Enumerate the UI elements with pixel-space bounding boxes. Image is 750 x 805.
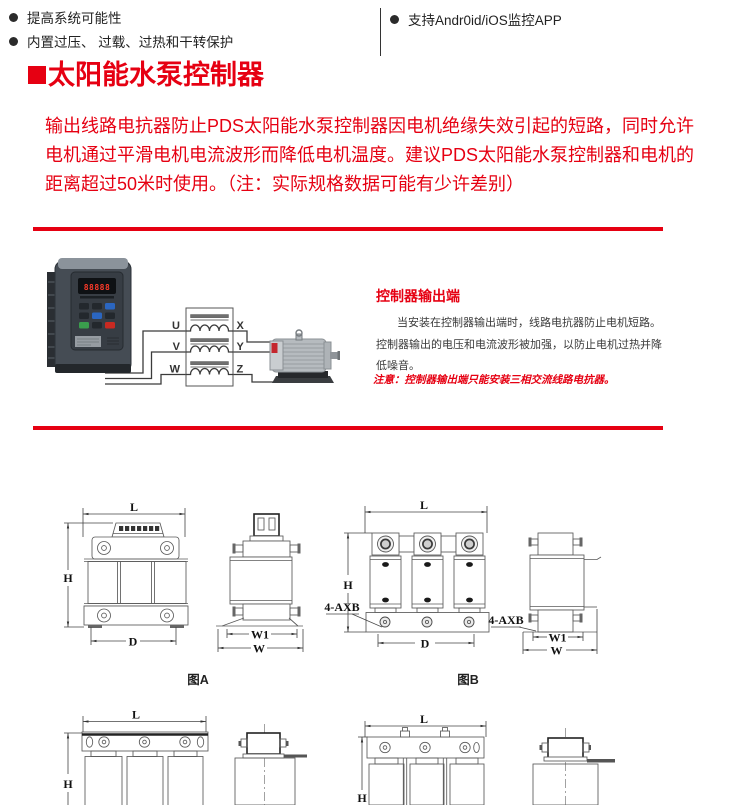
- svg-text:D: D: [421, 637, 430, 651]
- terminal-z: Z: [237, 364, 244, 376]
- panel-body-line: 控制器输出的电压和电流波形被加强，以防止电机过热并降: [376, 338, 662, 351]
- figure-c-side: [234, 724, 307, 805]
- coil-column: [369, 555, 402, 609]
- coil-2: [186, 338, 233, 353]
- bullet-icon: [9, 12, 18, 22]
- wiring-schematic: 88888: [47, 258, 340, 387]
- inverter-display: 88888: [84, 283, 111, 292]
- figure-a-side: W1 W: [216, 513, 304, 656]
- figure-d-front: L H: [357, 712, 487, 805]
- svg-text:W1: W1: [251, 628, 269, 642]
- figure-b-caption: 图B: [457, 673, 479, 687]
- panel-body-line: 低噪音。: [376, 360, 420, 372]
- figure-c-front: L H: [63, 708, 209, 805]
- feature-item: 支持Andr0id/iOS监控APP: [390, 9, 562, 29]
- motor-image: [269, 329, 340, 383]
- terminal-u: U: [172, 320, 180, 332]
- figure-b-side: W1 W 4-AXB: [488, 532, 602, 658]
- output-side-panel: 控制器输出端 当安装在控制器输出端时，线路电抗器防止电机短路。 控制器输出的电压…: [373, 286, 668, 386]
- terminal-y: Y: [237, 341, 245, 353]
- inverter-image: 88888: [47, 258, 132, 373]
- page-title: 太阳能水泵控制器: [48, 60, 264, 90]
- figure-b-front: L H: [324, 498, 490, 651]
- panel-heading: 控制器输出端: [376, 288, 460, 304]
- vertical-divider: [380, 8, 381, 56]
- svg-text:L: L: [420, 498, 428, 512]
- terminal-block: [371, 532, 400, 556]
- panel-body: 当安装在控制器输出端时，线路电抗器防止电机短路。 控制器输出的电压和电流波形被加…: [376, 313, 668, 378]
- intro-paragraph: 输出线路电抗器防止PDS太阳能水泵控制器因电机绝缘失效引起的短路，同时允许 电机…: [45, 112, 725, 199]
- svg-text:L: L: [132, 708, 140, 722]
- svg-text:H: H: [343, 578, 353, 592]
- svg-text:W: W: [551, 644, 563, 658]
- red-rule-bottom: [33, 426, 663, 430]
- inverter-keypad: [79, 303, 115, 329]
- feature-text: 内置过压、 过载、过热和干转保护: [27, 35, 234, 50]
- coil-3: [186, 361, 233, 376]
- figure-a-caption: 图A: [187, 673, 209, 687]
- svg-text:H: H: [63, 571, 73, 585]
- coil-column: [411, 555, 444, 609]
- terminal-block: [455, 532, 484, 556]
- svg-text:L: L: [420, 712, 428, 726]
- svg-text:W1: W1: [549, 631, 567, 645]
- figure-a-front: L H: [63, 500, 189, 649]
- red-rule-top: [33, 227, 663, 231]
- svg-text:D: D: [129, 635, 138, 649]
- bolt-label: 4-AXB: [488, 613, 523, 627]
- section-header: 太阳能水泵控制器: [28, 58, 264, 92]
- intro-line: 距离超过50米时使用。（注：实际规格数据可能有少许差别）: [45, 174, 525, 194]
- terminal-w: W: [170, 364, 181, 376]
- bullet-icon: [390, 14, 399, 24]
- figure-d-side: [532, 728, 615, 805]
- bolt-label: 4-AXB: [324, 600, 359, 614]
- red-square-icon: [28, 66, 46, 84]
- feature-item: 内置过压、 过载、过热和干转保护: [9, 31, 233, 51]
- terminal-x: X: [237, 320, 245, 332]
- svg-text:W: W: [253, 642, 265, 656]
- svg-text:H: H: [357, 791, 367, 805]
- intro-line: 电机通过平滑电机电流波形而降低电机温度。建议PDS太阳能水泵控制器和电机的: [45, 145, 695, 165]
- svg-text:H: H: [63, 777, 73, 791]
- svg-text:L: L: [130, 500, 138, 514]
- panel-note: 注意：控制器输出端只能安装三相交流线路电抗器。: [373, 374, 615, 386]
- dimension-drawings: L H: [63, 498, 615, 805]
- reactor-symbol: U V W X Y Z: [170, 307, 245, 387]
- feature-text: 提高系统可能性: [27, 11, 122, 26]
- coil-1: [186, 314, 233, 332]
- intro-line: 输出线路电抗器防止PDS太阳能水泵控制器因电机绝缘失效引起的短路，同时允许: [45, 116, 695, 136]
- feature-text: 支持Andr0id/iOS监控APP: [408, 13, 562, 28]
- bullet-icon: [9, 36, 18, 46]
- coil-column: [453, 555, 486, 609]
- feature-item: 提高系统可能性: [9, 7, 122, 27]
- panel-body-line: 当安装在控制器输出端时，线路电抗器防止电机短路。: [397, 317, 661, 329]
- terminal-block: [413, 532, 442, 556]
- terminal-v: V: [173, 341, 181, 353]
